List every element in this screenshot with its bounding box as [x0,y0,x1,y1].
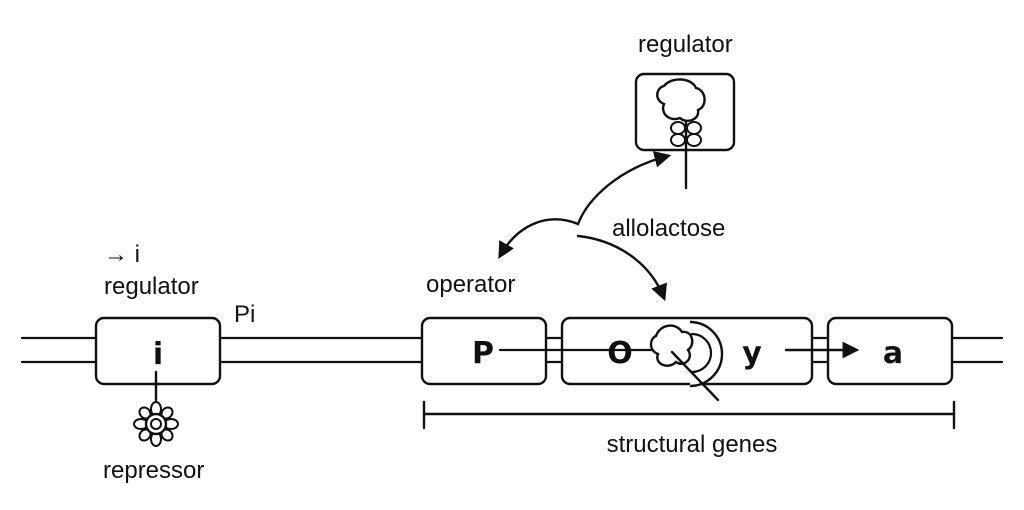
arrow-to-regulator [576,151,672,226]
gene-a-label: a [883,336,903,371]
structural-genes-bracket [422,400,956,430]
gene-a-box: a [826,316,954,386]
gene-i-label: i [153,337,163,372]
regulator-top-label: regulator [638,31,733,58]
arrow-i-label: → i [104,241,140,268]
gene-i-box: i [94,316,222,386]
operator-label: operator [426,271,515,298]
pi-label: Pi [234,301,255,328]
arrow-to-operon [576,234,667,302]
structural-genes-label: structural genes [607,431,778,458]
regulator-left-label: regulator [104,273,199,300]
gene-y-label: y [742,336,762,371]
allolactose-label: allolactose [612,215,725,242]
bound-repressor-icon [649,320,724,402]
gene-p-label: P [472,336,494,371]
repressor-label: repressor [103,457,204,484]
arrow-to-operator [498,218,580,259]
repressor-icon [133,401,179,447]
gene-o-label: O [607,336,633,371]
regulator-allolactose-box [634,72,736,190]
